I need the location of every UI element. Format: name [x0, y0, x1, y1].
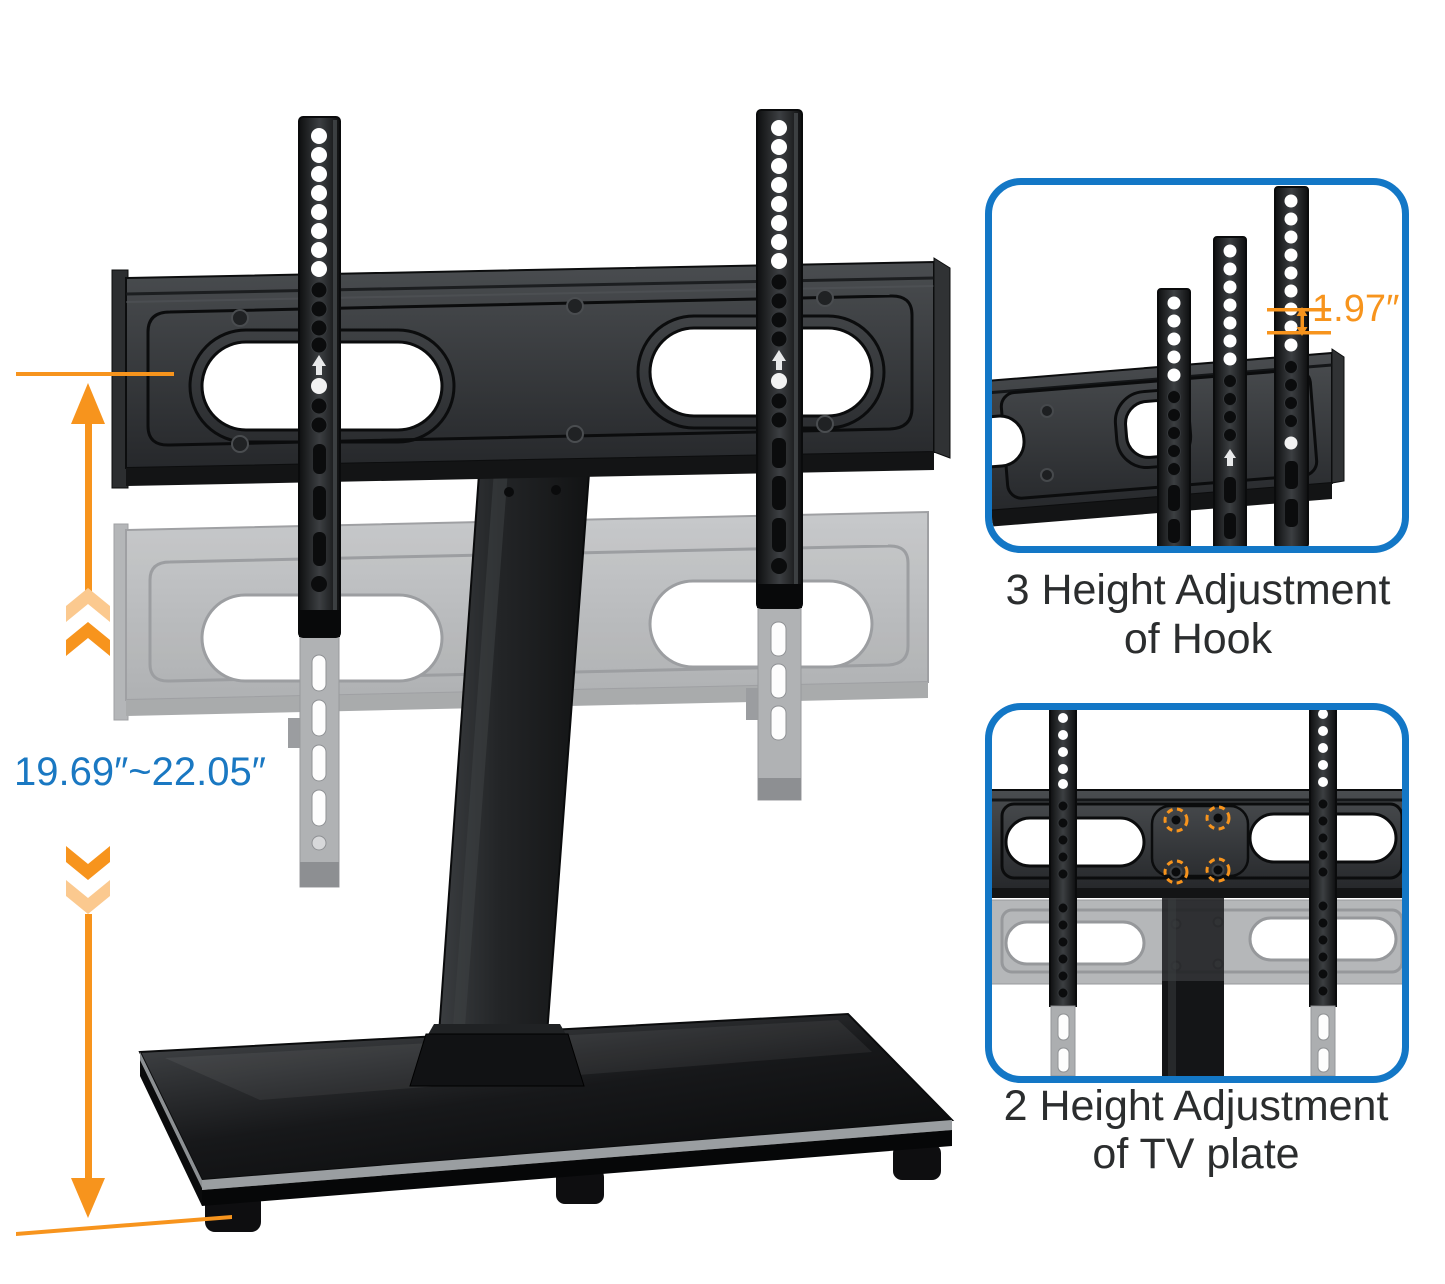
dimension-line-top	[16, 372, 174, 376]
hook-measurement-label: 1.97″	[1312, 288, 1400, 330]
ghost-bracket-straps	[288, 607, 802, 888]
height-annotation	[16, 372, 232, 1236]
plate-adjustment-panel	[985, 703, 1409, 1083]
up-arrow-print-icon	[312, 355, 326, 375]
tv-mounting-plate	[111, 257, 951, 489]
up-arrow-print-icon	[772, 350, 786, 370]
plate-adjustment-caption: 2 Height Adjustment of TV plate	[976, 1082, 1416, 1178]
plate-closeup-illustration	[992, 710, 1402, 1076]
closeup-right-strap	[1309, 710, 1337, 1076]
hook-strap-short	[1157, 288, 1191, 546]
ground-dimension-line	[16, 1215, 232, 1236]
caption-line: of Hook	[1123, 615, 1273, 663]
hook-strap-tall	[1274, 186, 1309, 546]
closeup-column	[1162, 894, 1224, 1076]
down-arrow-icon	[71, 914, 105, 1218]
plate-screws	[231, 289, 834, 453]
left-bracket-strap	[298, 116, 341, 638]
double-arrow-icon	[1296, 307, 1308, 336]
tv-stand-illustration	[16, 109, 955, 1236]
hook-strap-middle	[1213, 236, 1247, 546]
right-bracket-strap	[756, 109, 803, 609]
hook-adjustment-panel	[985, 178, 1409, 553]
height-range-label: 19.69″~22.05″	[14, 750, 266, 794]
up-chevrons-icon	[66, 588, 110, 656]
hook-measurement	[1267, 307, 1331, 336]
vesa-hole-highlight-circles	[1163, 805, 1231, 885]
hook-adjustment-caption: 3 Height Adjustment of Hook	[986, 566, 1410, 664]
up-arrow-print-icon	[1224, 449, 1236, 466]
center-column	[409, 459, 592, 1087]
hook-closeup-illustration	[992, 186, 1345, 546]
caption-line: of TV plate	[1092, 1130, 1300, 1178]
closeup-left-strap	[1049, 710, 1077, 1076]
caption-line: 2 Height Adjustment	[1003, 1082, 1389, 1130]
caption-line: 3 Height Adjustment	[1005, 566, 1391, 614]
up-arrow-icon	[71, 383, 105, 592]
down-chevrons-icon	[66, 846, 110, 914]
